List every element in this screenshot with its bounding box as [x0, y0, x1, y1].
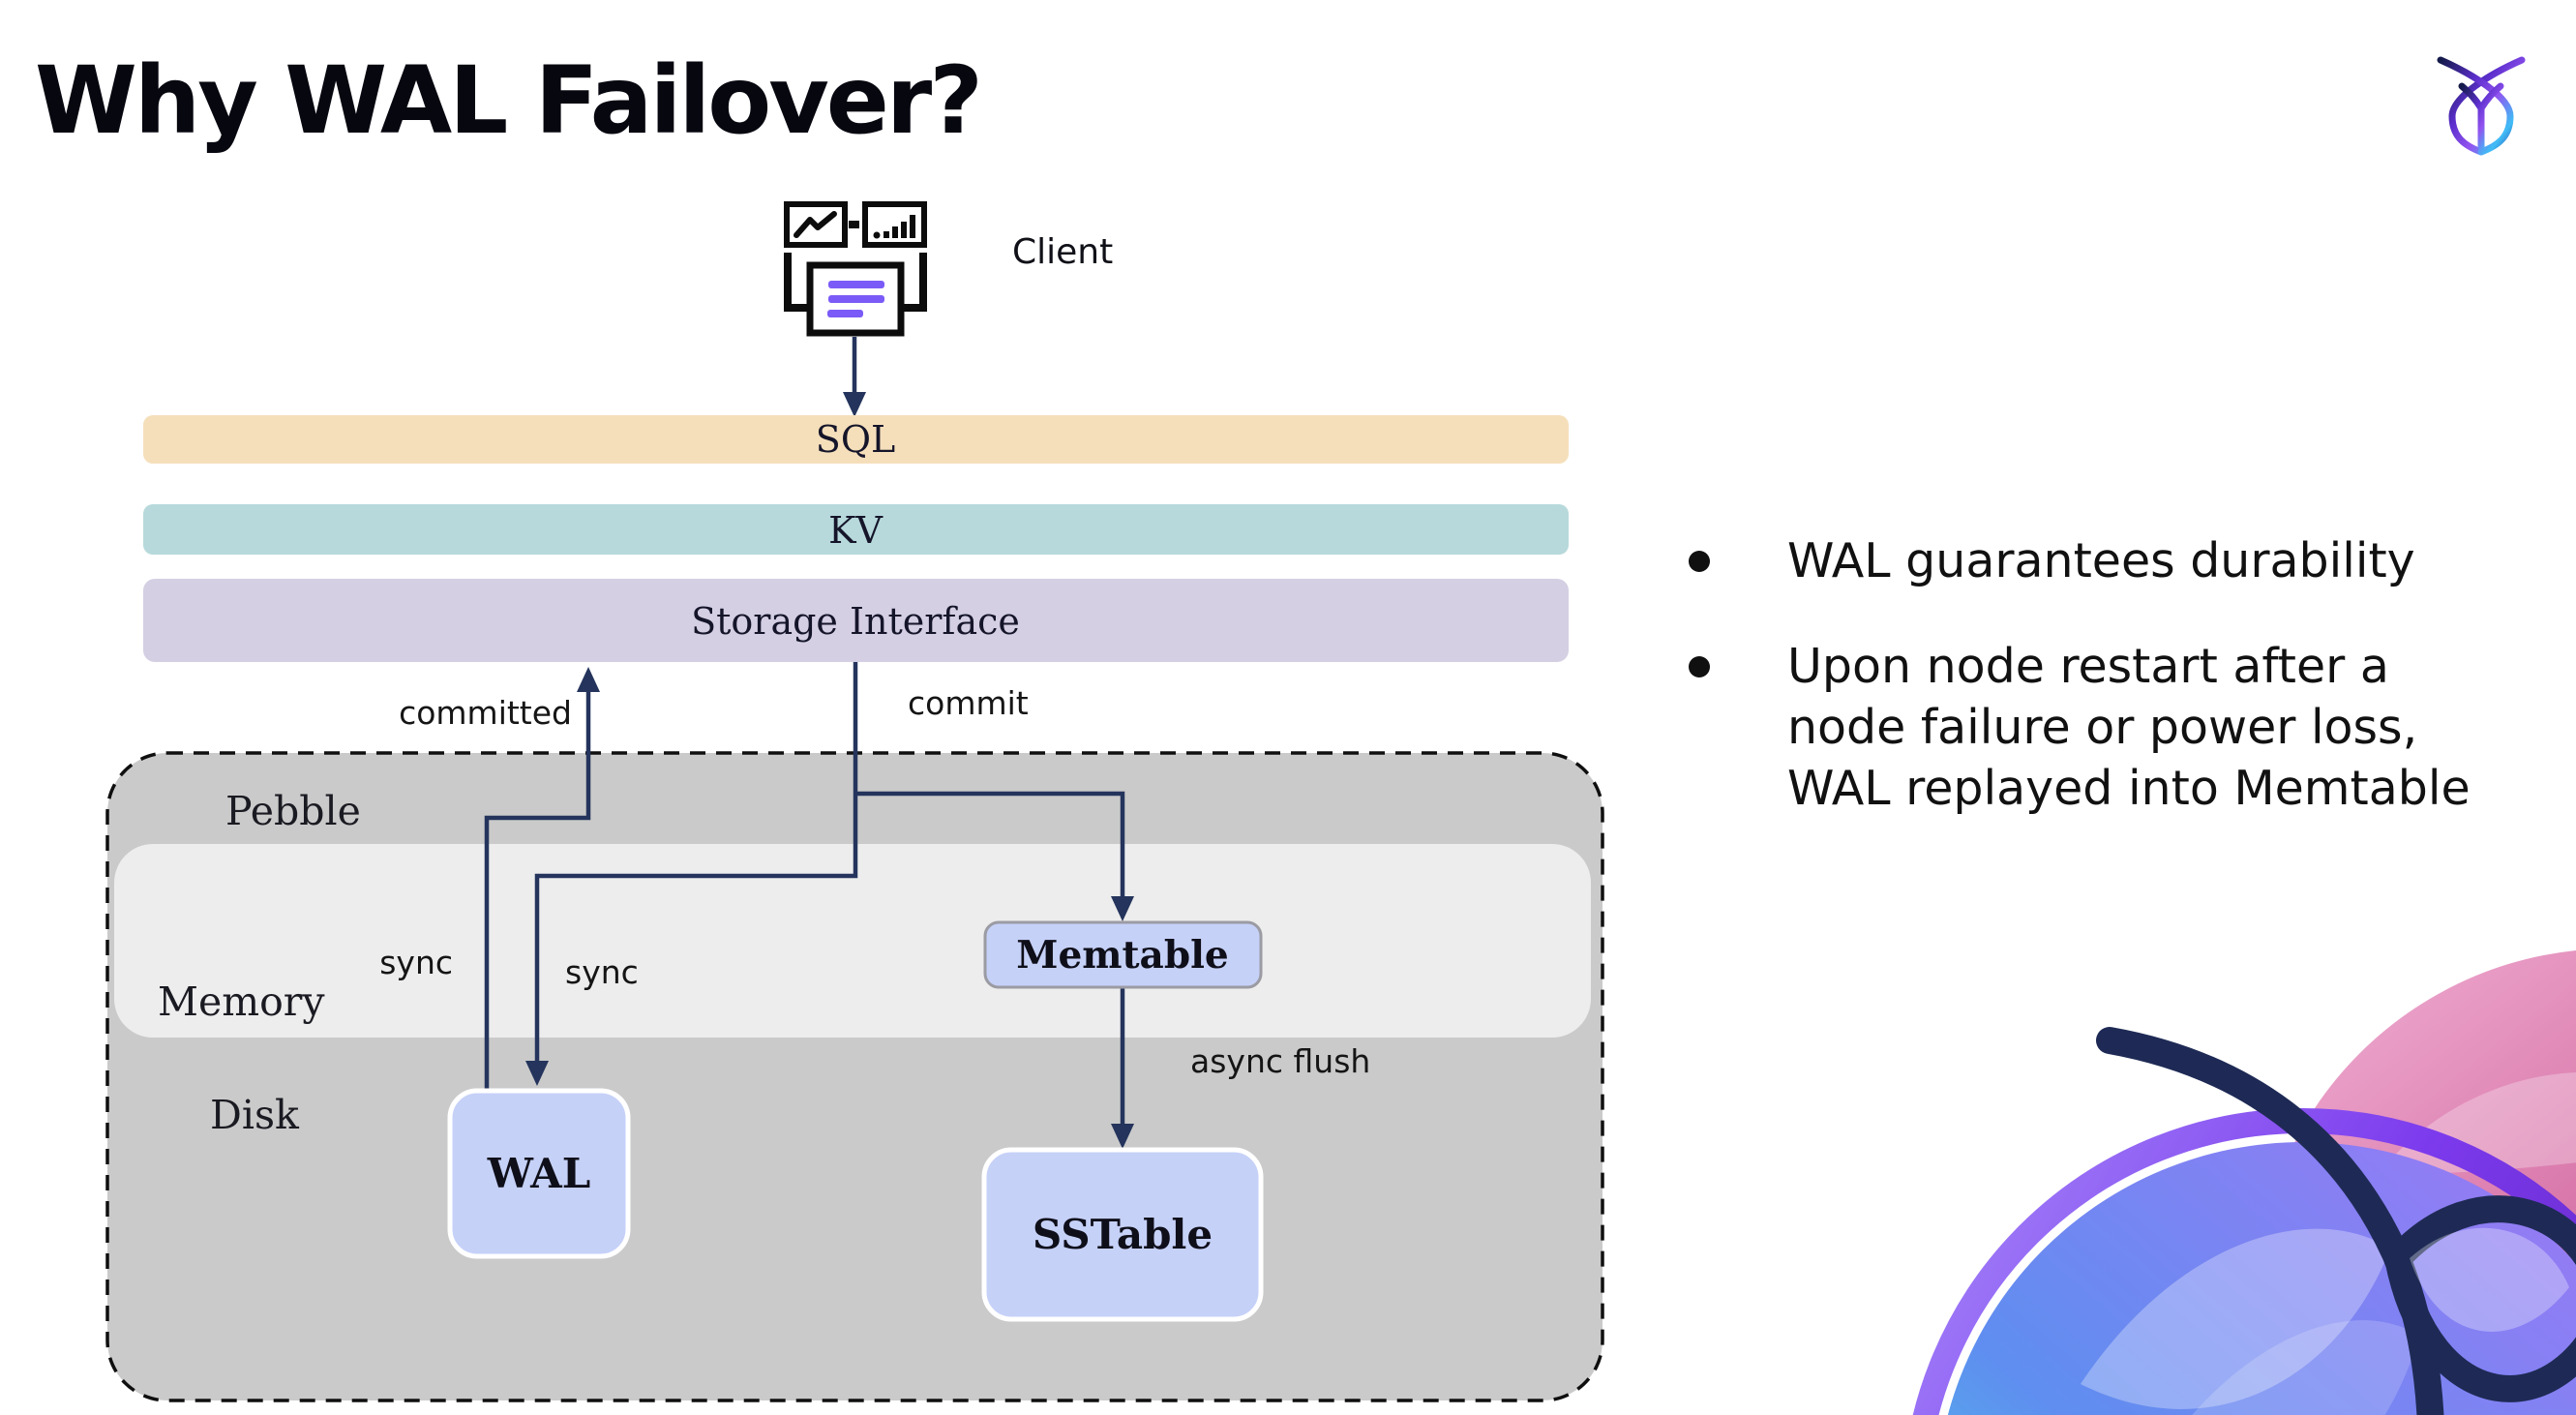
- blue-sphere-petal: [2081, 1228, 2390, 1409]
- disk-label: Disk: [210, 1092, 300, 1138]
- client-label: Client: [1012, 232, 1113, 272]
- memtable-node: [983, 920, 1263, 989]
- list-item: Upon node restart after a node failure o…: [1689, 636, 2492, 819]
- layer-kv: [143, 504, 1569, 555]
- blue-sphere-petal: [2192, 1320, 2419, 1415]
- bullet-list: WAL guarantees durability Upon node rest…: [1689, 530, 2492, 863]
- right-bracket: [900, 253, 927, 312]
- memory-zone: [114, 844, 1591, 1038]
- layer-storage-interface-label: Storage Interface: [691, 600, 1020, 643]
- memtable-label: Memtable: [1016, 933, 1228, 978]
- leaf-inner-highlight: [2410, 1227, 2569, 1332]
- bullet-dot: [1689, 551, 1710, 572]
- left-bracket: [784, 253, 811, 312]
- sstable-node: [981, 1147, 1264, 1322]
- layer-sql-label: SQL: [816, 418, 895, 461]
- layer-kv-label: KV: [828, 509, 883, 552]
- pebble-label: Pebble: [225, 788, 361, 834]
- layer-sql: [143, 415, 1569, 464]
- edge-commit-branch-memtable: [855, 791, 1134, 921]
- edge-commit-sync-to-wal: [525, 662, 858, 1086]
- client-icon: [784, 201, 927, 337]
- client-to-sql-arrow: [843, 337, 866, 417]
- logo-body-left-antenna-right: [2448, 56, 2526, 156]
- brand-graphic: [1912, 950, 2576, 1415]
- edge-label-committed: committed: [399, 694, 572, 732]
- bullet-text: Upon node restart after a node failure o…: [1787, 639, 2471, 816]
- edge-label-async-flush: async flush: [1190, 1042, 1370, 1080]
- icon-separator-dash: [849, 221, 859, 228]
- logo-stem: [2458, 82, 2504, 150]
- navy-roach-motif: [2096, 1027, 2576, 1415]
- edge-label-sync-right: sync: [565, 953, 639, 991]
- line-chart-glyph: [794, 211, 837, 238]
- layer-storage-interface: [143, 579, 1569, 662]
- sstable-label: SSTable: [1033, 1211, 1213, 1258]
- wal-label: WAL: [487, 1150, 591, 1197]
- wal-node: [447, 1088, 631, 1259]
- page-title: Why WAL Failover?: [35, 46, 983, 155]
- list-item: WAL guarantees durability: [1689, 530, 2492, 591]
- edge-committed: [484, 667, 600, 1091]
- bullet-text: WAL guarantees durability: [1787, 533, 2415, 588]
- bullet-dot: [1689, 656, 1710, 677]
- edge-async-flush: [1111, 987, 1134, 1149]
- document-line: [828, 281, 884, 288]
- document-line: [827, 310, 863, 317]
- bar-chart-dot: [873, 231, 881, 239]
- cockroach-logo-icon: [2437, 56, 2526, 156]
- bar-chart-bars: [884, 215, 915, 238]
- logo-body-right-antenna-left: [2437, 56, 2514, 156]
- memory-label: Memory: [158, 978, 325, 1025]
- edge-label-sync-left: sync: [379, 944, 453, 981]
- document-line: [828, 295, 884, 303]
- edge-label-commit: commit: [908, 684, 1029, 722]
- navy-leaf-outline: [2382, 1195, 2576, 1402]
